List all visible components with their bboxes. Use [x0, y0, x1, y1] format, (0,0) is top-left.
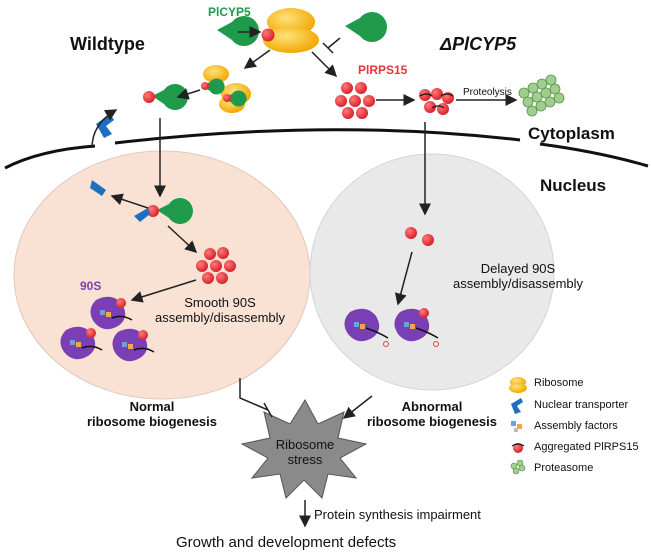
picyp5-icon-top — [217, 16, 259, 46]
ribosome-picyp5-complex — [201, 65, 251, 113]
s90-complex-3 — [112, 328, 155, 362]
normal-line-2: ribosome biogenesis — [86, 413, 218, 429]
aggregated-pirps15-cluster — [419, 88, 454, 115]
wildtype-nucleus — [13, 150, 311, 400]
nuclear-transporter-icon-2 — [90, 180, 106, 196]
nuclear-envelope-right — [539, 142, 649, 168]
legend-nuclear-transporter-icon — [511, 398, 523, 414]
smooth-line-1: Smooth 90S — [184, 295, 256, 310]
arrow-to-pirps15-nucleus — [167, 225, 198, 254]
wildtype-heading: Wildtype — [70, 34, 145, 54]
inhibit-normal-to-stress — [239, 378, 269, 411]
stress-line-1: Ribosome — [275, 437, 335, 452]
proteasome-icon — [518, 74, 565, 117]
s90-complex-1 — [90, 296, 133, 330]
delayed-line-2: assembly/disassembly — [452, 275, 584, 291]
arrow-transporter-release — [110, 193, 149, 209]
delayed-line-1: Delayed 90S — [480, 261, 556, 276]
legend-aggregated-pirps15-icon — [511, 443, 525, 453]
stress-line-2: stress — [287, 451, 323, 467]
smooth-assembly-text: Smooth 90S assembly/disassembly — [140, 295, 300, 326]
pirps15-pair-nucleus-mutant — [405, 227, 434, 246]
inhibit-picyp5-bar — [322, 42, 334, 54]
arrow-mutant-to-90s — [394, 251, 413, 306]
s90-complex-mutant-2 — [394, 308, 439, 347]
nuclear-transporter-icon-3 — [134, 208, 150, 222]
legend-proteasome-icon — [510, 459, 526, 475]
picyp5-pirps15-complex-cytoplasm — [143, 84, 188, 110]
pirps15-cluster-nucleus-wildtype — [196, 247, 236, 284]
arrow-ribosome-to-pirps15 — [311, 51, 338, 78]
abnormal-line-2: ribosome biogenesis — [366, 413, 498, 429]
arrow-abnormal-to-stress — [342, 395, 373, 419]
ribosome-icon-top — [261, 8, 319, 53]
proteolysis-label: Proteolysis — [463, 87, 512, 98]
abnormal-biogenesis-text: Abnormal ribosome biogenesis — [352, 399, 512, 430]
arrow-pirps15-to-90s — [130, 279, 197, 303]
pirps15-label: PlRPS15 — [358, 63, 408, 77]
delayed-assembly-text: Delayed 90S assembly/disassembly — [438, 261, 598, 292]
ribosome-stress-text: Ribosome stress — [255, 437, 355, 468]
legend-ribosome-icon — [509, 377, 527, 393]
s90-complex-2 — [60, 326, 103, 360]
abnormal-line-1: Abnormal — [401, 399, 463, 414]
arrow-ribosome-to-complex — [243, 49, 271, 69]
legend-aggregated-pirps15: Aggregated PlRPS15 — [534, 441, 639, 453]
legend-proteasome: Proteasome — [534, 462, 594, 474]
legend-assembly-factors-icon — [511, 421, 522, 432]
picyp5-label: PlCYP5 — [208, 5, 251, 19]
arrow-complex-to-picyp5 — [176, 88, 201, 100]
legend-nuclear-transporter: Nuclear transporter — [534, 399, 629, 411]
nuclear-envelope-left — [4, 144, 96, 170]
mutant-heading: ΔPlCYP5 — [440, 34, 517, 54]
s90-complex-mutant-1 — [344, 308, 389, 347]
smooth-line-2: assembly/disassembly — [154, 309, 286, 325]
defects-text: Growth and development defects — [176, 534, 397, 551]
ribosome-stress-burst — [240, 399, 368, 499]
legend-ribosome: Ribosome — [534, 377, 584, 389]
inhibit-normal-bar — [263, 402, 273, 418]
arrow-transporter-recycle — [91, 109, 118, 149]
picyp5-icon-inhibited — [345, 12, 388, 42]
s90-label: 90S — [80, 279, 102, 293]
pirps15-cluster-cytoplasm — [335, 82, 375, 119]
legend-assembly-factors: Assembly factors — [534, 420, 618, 432]
inhibit-picyp5 — [327, 37, 341, 49]
nucleus-label: Nucleus — [540, 176, 607, 195]
normal-biogenesis-text: Normal ribosome biogenesis — [72, 399, 232, 430]
normal-line-1: Normal — [129, 399, 175, 414]
impairment-text: Protein synthesis impairment — [314, 507, 481, 522]
nuclear-envelope-main — [114, 128, 521, 145]
cytoplasm-label: Cytoplasm — [528, 124, 615, 143]
